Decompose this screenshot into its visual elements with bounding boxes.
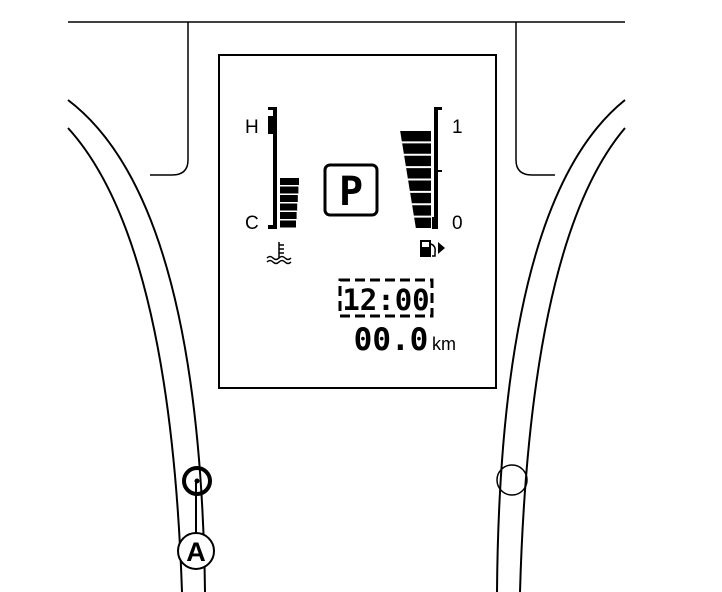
temp-segment [280,178,299,185]
right-gauge-outer-arc [519,127,626,592]
temp-level-segments [280,178,299,228]
right-notch [515,22,555,176]
lcd-display-frame [218,54,497,389]
fuel-segment [410,192,431,204]
fuel-pump-icon [420,240,445,257]
fuel-segment [408,180,431,191]
odometer-unit: km [432,334,456,354]
fuel-gauge: 1 0 [400,107,463,257]
right-knob[interactable] [496,464,528,496]
clock-display: 12:00 [338,278,434,318]
left-gauge-inner-arc [67,99,206,592]
temp-high-label: H [245,117,259,138]
left-gauge-outer-arc [67,127,183,592]
gear-indicator: P [323,163,379,217]
callout-label: A [186,537,206,567]
fuel-empty-label: 0 [452,213,463,234]
callout-circle [177,532,215,570]
temp-segment [280,220,296,228]
fuel-segment [412,205,431,216]
fuel-segment [414,217,431,228]
temp-segment [280,203,298,211]
temperature-gauge: H C [245,107,299,265]
fuel-segment [402,143,431,154]
gear-position: P [339,169,363,215]
odometer-value: 00.0 [354,322,429,358]
left-notch [150,22,189,176]
fuel-full-label: 1 [452,117,463,138]
right-gauge-inner-arc [496,99,626,592]
fuel-segment [406,168,431,179]
temp-low-label: C [245,213,259,234]
temp-segment [280,212,297,219]
fuel-segment [404,155,431,167]
fuel-segment [400,131,431,142]
temp-segment [280,186,299,194]
odometer-display: 00.0 km [354,322,456,358]
coolant-temperature-icon [266,242,292,265]
fuel-level-segments [400,131,431,228]
temp-segment [280,195,298,202]
clock-time: 12:00 [342,283,429,317]
